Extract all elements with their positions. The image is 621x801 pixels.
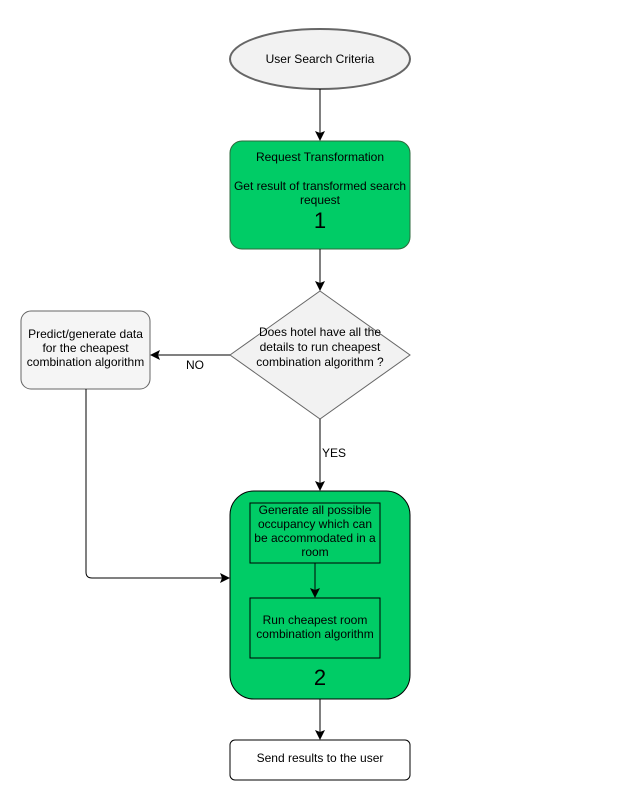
run-algorithm-label: Run cheapest room combination algorithm xyxy=(256,613,374,641)
generate-occupancy-node xyxy=(249,502,381,564)
run-algorithm-node xyxy=(249,597,381,659)
end-node xyxy=(229,739,411,781)
step-2-number: 2 xyxy=(313,665,327,690)
generate-occupancy-label: Generate all possible occupancy which ca… xyxy=(254,503,376,559)
step-1-number: 1 xyxy=(313,208,327,233)
edge-predict-to-group xyxy=(85,389,230,583)
request-transformation-title: Request Transformation xyxy=(255,150,385,164)
start-label: User Search Criteria xyxy=(265,52,375,66)
end-label: Send results to the user xyxy=(256,751,384,765)
decision-label: Does hotel have all the details to run c… xyxy=(256,325,384,369)
predict-label: Predict/generate data for the cheapest c… xyxy=(26,327,145,369)
edge-yes-label: YES xyxy=(322,446,347,460)
edge-no-label: NO xyxy=(186,358,204,372)
request-transformation-detail: Get result of transformed search request xyxy=(233,179,407,207)
